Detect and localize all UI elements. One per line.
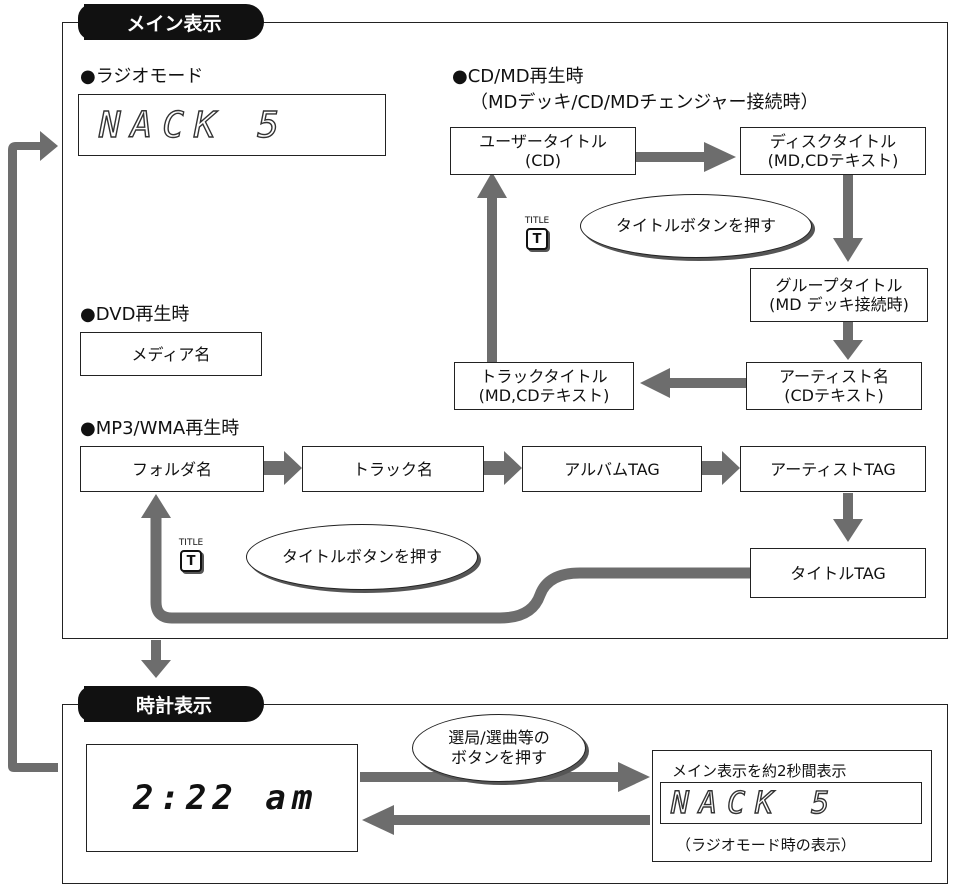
title-tag-label: タイトルTAG — [790, 563, 886, 583]
return-to-main-arrowhead — [40, 131, 58, 161]
cd-press-title-instruction: タイトルボタンを押す — [580, 194, 812, 258]
mp3-arrow-album-artist — [702, 451, 740, 485]
artist-name-line2: (CDテキスト) — [784, 386, 884, 405]
clock-instruction-line2: ボタンを押す — [450, 748, 547, 767]
dvd-media-name-box: メディア名 — [80, 332, 262, 376]
cd-arrow-group-artist-shaft — [843, 322, 853, 344]
mp3-arrow-folder-track — [264, 451, 302, 485]
dvd-heading: ●DVD再生時 — [80, 304, 190, 325]
cd-title-button[interactable]: TITLE T — [520, 216, 554, 250]
clock-arrow-back-shaft — [392, 815, 650, 825]
user-title-box: ユーザータイトル (CD) — [450, 127, 636, 175]
return-to-main-line — [8, 142, 58, 772]
album-tag-box: アルバムTAG — [522, 446, 702, 492]
cd-arrow-user-disc-shaft — [636, 152, 708, 162]
artist-name-box: アーティスト名 (CDテキスト) — [746, 362, 922, 410]
cd-arrow-artist-track-shaft — [666, 378, 746, 388]
track-title-line1: トラックタイトル — [480, 367, 608, 386]
cd-arrow-track-user-head — [477, 172, 507, 198]
artist-name-line1: アーティスト名 — [778, 367, 890, 386]
clock-lcd-display: 2:22 am — [86, 744, 358, 852]
clock-result-lcd: NACK 5 — [660, 782, 922, 824]
clock-lcd-text: 2:22 am — [133, 778, 319, 818]
clock-arrow-forward-head — [618, 762, 650, 792]
mp3-title-button-caption: TITLE — [178, 538, 204, 548]
mp3-arrow-artist-title-shaft — [843, 493, 853, 523]
radio-lcd-display: NACK 5 — [78, 94, 386, 156]
clock-arrow-back-head — [362, 805, 394, 835]
disc-title-line2: (MD,CDテキスト) — [767, 151, 899, 170]
radio-mode-heading: ●ラジオモード — [80, 66, 204, 87]
mp3-press-title-instruction-text: タイトルボタンを押す — [281, 547, 442, 566]
cd-arrow-disc-group-head — [833, 238, 863, 262]
group-title-box: グループタイトル (MD デッキ接続時) — [750, 268, 928, 322]
clock-display-tab-label: 時計表示 — [135, 694, 212, 717]
track-title-line2: (MD,CDテキスト) — [478, 386, 610, 405]
disc-title-box: ディスクタイトル (MD,CDテキスト) — [740, 127, 926, 175]
user-title-line2: (CD) — [525, 151, 561, 170]
folder-name-label: フォルダ名 — [131, 459, 212, 479]
mp3-return-arrowhead — [141, 494, 171, 518]
mp3-wma-heading: ●MP3/WMA再生時 — [80, 418, 240, 439]
clock-instruction-line1: 選局/選曲等の — [448, 728, 550, 747]
clock-press-button-instruction: 選局/選曲等の ボタンを押す — [412, 714, 586, 782]
cd-arrow-user-disc-head — [704, 142, 736, 172]
cd-md-heading: ●CD/MD再生時 — [452, 66, 584, 87]
track-name-box: トラック名 — [302, 446, 484, 492]
mp3-title-button[interactable]: TITLE T — [174, 538, 208, 572]
cd-arrow-group-artist-head — [833, 340, 863, 360]
main-to-clock-shaft — [151, 640, 161, 662]
main-display-tab: メイン表示 — [78, 4, 264, 40]
cd-arrow-disc-group-shaft — [843, 175, 853, 241]
artist-tag-label: アーティストTAG — [770, 459, 896, 479]
radio-lcd-text: NACK 5 — [98, 104, 290, 146]
user-title-line1: ユーザータイトル — [479, 132, 607, 151]
mp3-return-loop — [150, 516, 750, 624]
clock-result-panel — [652, 750, 932, 862]
mp3-title-button-key: T — [180, 550, 202, 572]
folder-name-box: フォルダ名 — [80, 446, 264, 492]
clock-result-caption: メイン表示を約2秒間表示 — [672, 762, 847, 780]
disc-title-line1: ディスクタイトル — [769, 132, 897, 151]
mp3-arrow-artist-title-head — [833, 519, 863, 542]
track-name-label: トラック名 — [352, 459, 433, 479]
cd-title-button-key: T — [526, 228, 548, 250]
cd-title-button-caption: TITLE — [524, 216, 550, 226]
group-title-line2: (MD デッキ接続時) — [769, 295, 909, 314]
clock-result-lcd-text: NACK 5 — [670, 785, 840, 821]
track-title-box: トラックタイトル (MD,CDテキスト) — [454, 362, 634, 410]
main-to-clock-arrowhead — [141, 660, 171, 678]
clock-display-tab: 時計表示 — [78, 686, 264, 722]
mp3-press-title-instruction: タイトルボタンを押す — [246, 524, 478, 590]
clock-result-note: （ラジオモード時の表示） — [676, 836, 856, 854]
main-display-tab-label: メイン表示 — [126, 12, 222, 35]
album-tag-label: アルバムTAG — [564, 459, 660, 479]
mp3-arrow-track-album — [484, 451, 522, 485]
artist-tag-box: アーティストTAG — [740, 446, 926, 492]
cd-md-subheading: （MDデッキ/CD/MDチェンジャー接続時） — [470, 92, 819, 113]
main-display-frame — [62, 22, 948, 639]
cd-arrow-artist-track-head — [640, 368, 670, 398]
group-title-line1: グループタイトル — [775, 276, 903, 295]
title-tag-box: タイトルTAG — [750, 548, 926, 598]
cd-arrow-track-user-shaft — [487, 195, 497, 365]
dvd-media-name-label: メディア名 — [131, 344, 211, 364]
cd-press-title-instruction-text: タイトルボタンを押す — [615, 216, 776, 235]
